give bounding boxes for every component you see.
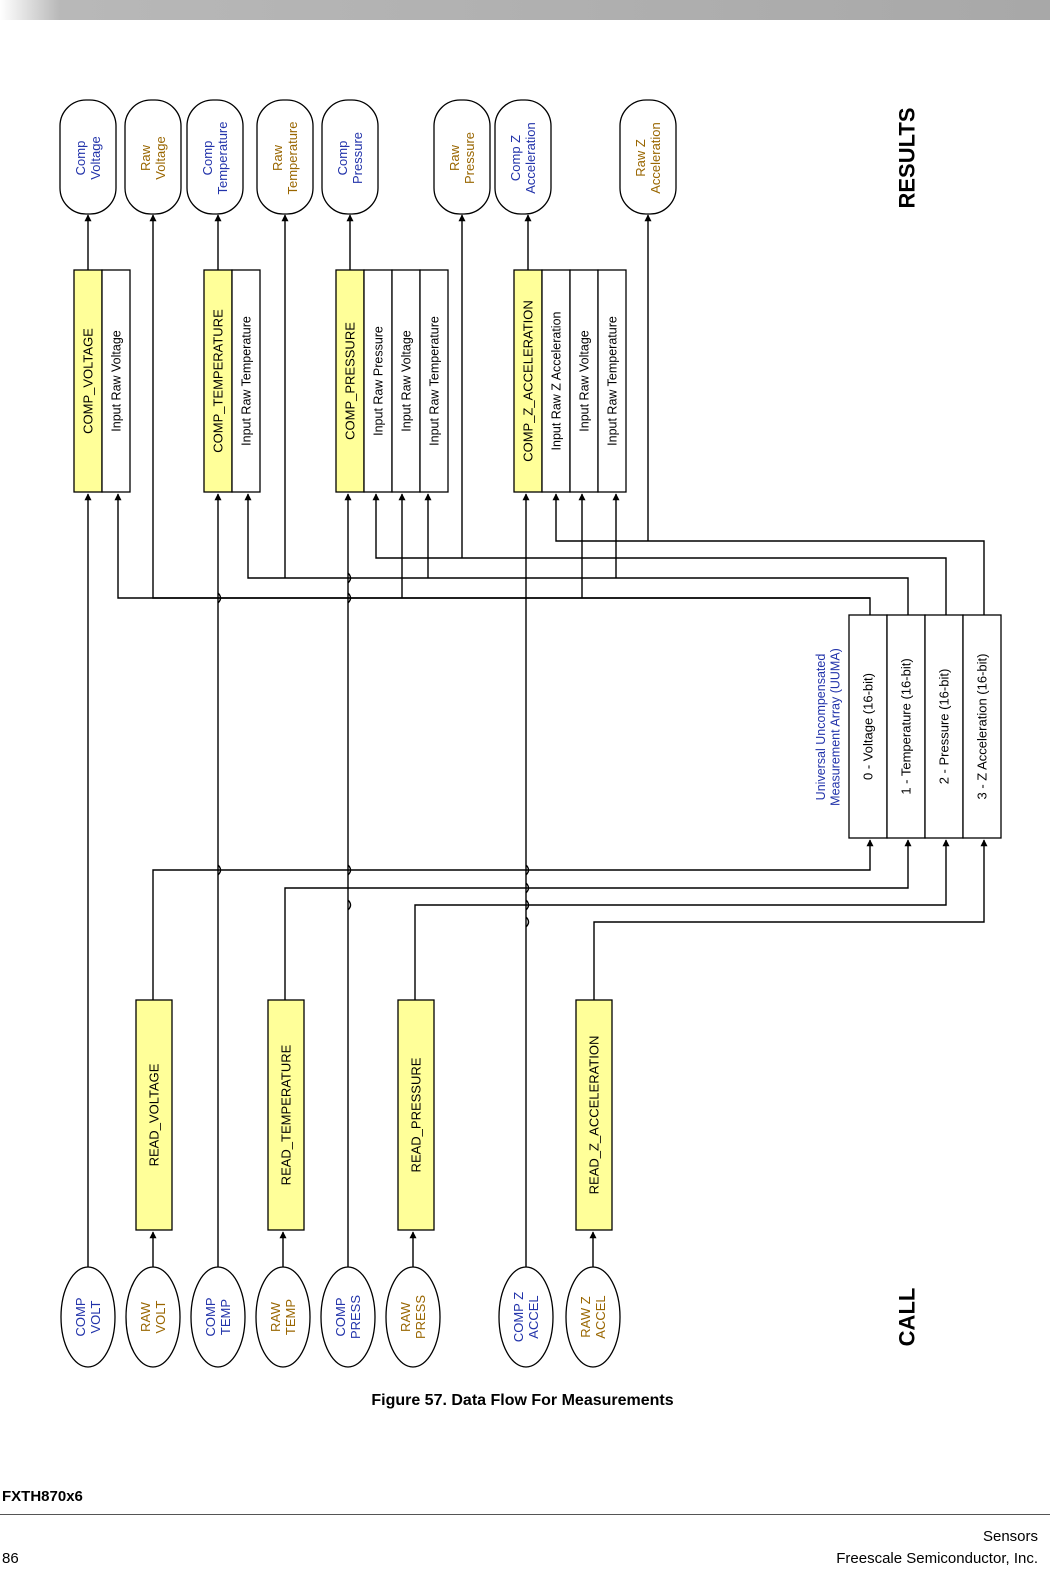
flow-arrow bbox=[284, 839, 912, 1000]
data-flow-diagram: CompVoltage RawVoltage CompTemperature RawT… bbox=[59, 99, 1002, 1368]
uuma-row-cell bbox=[886, 614, 926, 839]
comp-block-input-label: Input Raw Temperature bbox=[427, 316, 441, 446]
comp-block-input-cell bbox=[101, 269, 131, 493]
comp-block-title-cell bbox=[513, 269, 543, 493]
flow-arrow bbox=[593, 839, 988, 1000]
comp-block-input-label: Input Raw Pressure bbox=[371, 326, 385, 436]
call-node bbox=[125, 1266, 181, 1368]
call-node bbox=[60, 1266, 116, 1368]
comp-block-title: COMP_Z_ACCELERATION bbox=[521, 300, 536, 462]
call-heading: CALL bbox=[895, 1288, 920, 1347]
result-node bbox=[186, 99, 244, 215]
uuma-row-label: 3 - Z Acceleration (16-bit) bbox=[975, 654, 990, 800]
read-block bbox=[267, 999, 305, 1231]
comp-block-title-cell bbox=[73, 269, 103, 493]
footer-section: Sensors bbox=[982, 1528, 1038, 1545]
results-heading: RESULTS bbox=[895, 107, 920, 208]
uuma-row-label: 2 - Pressure (16-bit) bbox=[937, 669, 952, 785]
comp-block-input-cell bbox=[419, 269, 449, 493]
result-node-label: Raw ZAcceleration bbox=[633, 122, 663, 194]
flow-arrow bbox=[414, 839, 950, 1000]
comp-block-title-cell bbox=[335, 269, 365, 493]
result-node-label: CompVoltage bbox=[73, 136, 103, 179]
result-node bbox=[59, 99, 117, 215]
call-node-label: COMPTEMP bbox=[203, 1298, 233, 1337]
flow-arrow bbox=[152, 839, 874, 1000]
comp-block-input-cell bbox=[391, 269, 421, 493]
call-node-label: COMP ZACCEL bbox=[511, 1292, 541, 1342]
result-node-label: RawVoltage bbox=[138, 136, 168, 179]
flow-arrow bbox=[552, 493, 985, 615]
uuma-row-cell bbox=[924, 614, 964, 839]
result-node bbox=[619, 99, 677, 215]
document-id: FXTH870x6 bbox=[2, 1488, 83, 1505]
flow-arrow bbox=[114, 493, 871, 615]
footer-company: Freescale Semiconductor, Inc. bbox=[836, 1550, 1038, 1567]
result-node-label: RawTemperature bbox=[270, 122, 300, 195]
comp-block-title: COMP_PRESSURE bbox=[343, 322, 358, 440]
flow-arrow bbox=[344, 493, 352, 1267]
comp-block-title-cell bbox=[203, 269, 233, 493]
call-node bbox=[190, 1266, 246, 1368]
comp-block-input-label: Input Raw Voltage bbox=[109, 330, 123, 432]
flow-arrow bbox=[522, 493, 530, 1267]
flow-arrow bbox=[214, 493, 222, 1267]
call-node bbox=[565, 1266, 621, 1368]
page-number: 86 bbox=[2, 1550, 19, 1567]
comp-block-input-label: Input Raw Voltage bbox=[577, 330, 591, 432]
result-node bbox=[321, 99, 379, 215]
comp-block-input-label: Input Raw Z Acceleration bbox=[549, 311, 563, 450]
call-node bbox=[498, 1266, 554, 1368]
comp-block-input-label: Input Raw Voltage bbox=[399, 330, 413, 432]
figure-caption: Figure 57. Data Flow For Measurements bbox=[371, 1392, 674, 1409]
read-block-label: READ_TEMPERATURE bbox=[279, 1044, 294, 1185]
result-node-label: Comp ZAcceleration bbox=[508, 122, 538, 194]
result-node bbox=[494, 99, 552, 215]
call-node-label: COMPVOLT bbox=[73, 1298, 103, 1337]
comp-block-title: COMP_TEMPERATURE bbox=[211, 309, 226, 453]
call-node-label: COMPPRESS bbox=[333, 1295, 363, 1339]
read-block bbox=[135, 999, 173, 1231]
connector-lines bbox=[84, 214, 988, 1267]
diagram-nodes: CompVoltage RawVoltage CompTemperature RawT… bbox=[59, 99, 1002, 1368]
call-node-label: RAWPRESS bbox=[398, 1295, 428, 1339]
comp-block-input-label: Input Raw Temperature bbox=[605, 316, 619, 446]
read-block-label: READ_Z_ACCELERATION bbox=[587, 1036, 602, 1195]
call-node bbox=[385, 1266, 441, 1368]
read-block bbox=[397, 999, 435, 1231]
result-node-label: CompPressure bbox=[335, 132, 365, 184]
flow-arrow bbox=[149, 214, 870, 599]
read-block-label: READ_PRESSURE bbox=[409, 1057, 424, 1172]
read-block bbox=[575, 999, 613, 1231]
footer-divider bbox=[0, 1514, 1050, 1515]
comp-block-input-cell bbox=[569, 269, 599, 493]
read-block-label: READ_VOLTAGE bbox=[147, 1063, 162, 1166]
comp-block-title: COMP_VOLTAGE bbox=[81, 328, 96, 434]
uuma-title: Universal UncompensatedMeasurement Array… bbox=[814, 648, 842, 806]
comp-block-input-cell bbox=[597, 269, 627, 493]
flow-arrow bbox=[372, 493, 947, 615]
comp-block-input-cell bbox=[231, 269, 261, 493]
uuma-row-cell bbox=[962, 614, 1002, 839]
call-node bbox=[255, 1266, 311, 1368]
comp-block-input-label: Input Raw Temperature bbox=[239, 316, 253, 446]
result-node bbox=[124, 99, 182, 215]
comp-block-input-cell bbox=[363, 269, 393, 493]
uuma-row-label: 1 - Temperature (16-bit) bbox=[899, 658, 914, 794]
result-node-label: RawPressure bbox=[447, 132, 477, 184]
call-node-label: RAW ZACCEL bbox=[578, 1295, 608, 1338]
header-bar bbox=[0, 0, 1050, 20]
call-node-label: RAWVOLT bbox=[138, 1300, 168, 1333]
call-node bbox=[320, 1266, 376, 1368]
result-node bbox=[256, 99, 314, 215]
flow-arrow bbox=[244, 493, 909, 615]
result-node bbox=[433, 99, 491, 215]
uuma-row-label: 0 - Voltage (16-bit) bbox=[861, 673, 876, 780]
result-node-label: CompTemperature bbox=[200, 122, 230, 195]
call-node-label: RAWTEMP bbox=[268, 1299, 298, 1335]
